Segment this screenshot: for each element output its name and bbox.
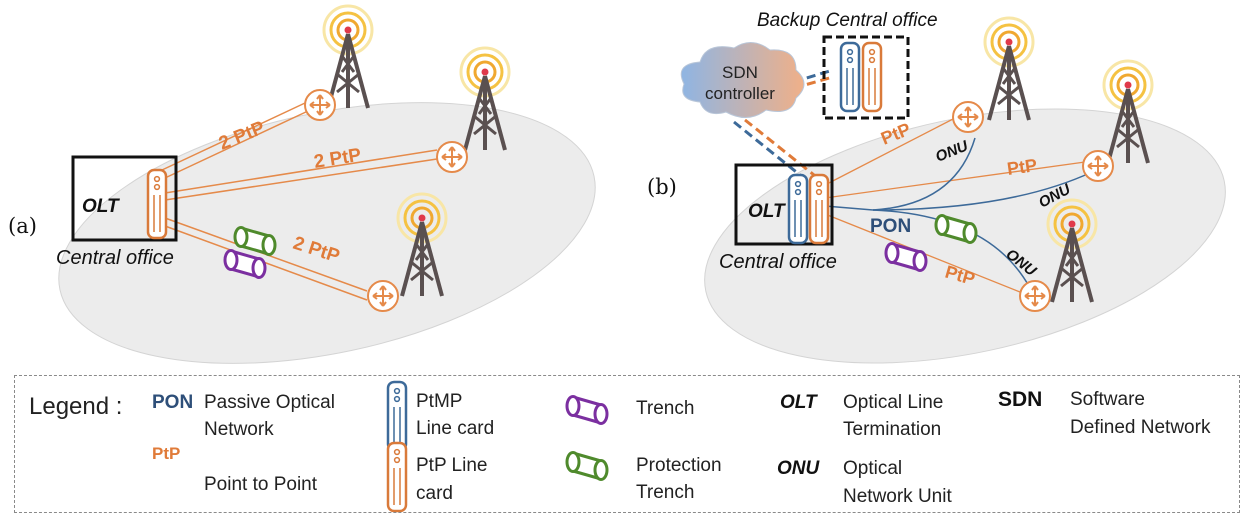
onu-icon	[952, 101, 984, 133]
legend-onu-key: ONU	[777, 458, 820, 479]
central-office-box-b	[734, 163, 834, 246]
legend-sdn-key: SDN	[998, 388, 1043, 411]
legend-sdn-desc-2: Defined Network	[1070, 417, 1211, 438]
legend-sdn-desc-1: Software	[1070, 389, 1145, 410]
sdn-controller-cloud: SDN controller	[680, 42, 805, 118]
ptmp-line-card-icon	[787, 173, 809, 245]
radio-tower-icon	[322, 4, 374, 110]
olt-label-b: OLT	[748, 201, 786, 222]
legend-pon-desc-2: Network	[204, 419, 274, 440]
onu-icon	[367, 280, 399, 312]
radio-tower-icon	[1102, 59, 1154, 165]
ptp-label-b-2: PtP	[1006, 155, 1039, 179]
central-office-box-a	[71, 155, 178, 242]
legend-ptp-key: PtP	[152, 444, 181, 463]
ptp-line-card-icon	[808, 173, 830, 245]
ptp-fibers-a	[161, 102, 438, 301]
legend-ptmp-desc-2: Line card	[416, 418, 495, 439]
onu-icon	[1082, 150, 1114, 182]
pon-label: PON	[870, 216, 911, 237]
legend-ptp-desc: Point to Point	[204, 474, 318, 495]
radio-tower-icon	[459, 46, 511, 152]
onu-icon	[1019, 280, 1051, 312]
backup-office-box	[822, 35, 910, 120]
legend-box	[14, 375, 1240, 513]
legend-trench-desc: Trench	[636, 398, 695, 419]
legend-pon-desc-1: Passive Optical	[204, 392, 335, 413]
central-office-label-b: Central office	[719, 251, 837, 273]
ptmp-line-card-icon	[839, 41, 861, 113]
legend-ptmp-desc-1: PtMP	[416, 391, 463, 412]
sdn-label-2: controller	[705, 84, 775, 103]
panel-b: SDN controller Backup Central office OLT…	[647, 10, 1226, 364]
panel-a-tag: (a)	[8, 214, 37, 238]
legend-title: Legend :	[29, 393, 123, 420]
legend-prot-desc-1: Protection	[636, 455, 722, 476]
legend-olt-desc-1: Optical Line	[843, 392, 944, 413]
onu-icon	[436, 141, 468, 173]
radio-tower-icon	[983, 16, 1035, 122]
legend-prot-desc-2: Trench	[636, 482, 695, 503]
backup-office-label: Backup Central office	[757, 10, 938, 31]
legend-ptp-card-desc-2: card	[416, 483, 453, 504]
central-office-label-a: Central office	[56, 247, 174, 269]
olt-label-a: OLT	[82, 196, 120, 217]
sdn-label-1: SDN	[722, 63, 758, 82]
legend-olt-desc-2: Termination	[843, 419, 942, 440]
legend-pon-key: PON	[152, 392, 194, 413]
panel-b-tag: (b)	[647, 175, 677, 199]
panel-a: OLT Central office (a) 2 PtP 2 PtP 2 PtP	[8, 4, 596, 364]
legend-olt-key: OLT	[780, 392, 817, 413]
legend-onu-desc-2: Network Unit	[843, 486, 952, 507]
legend-onu-desc-1: Optical	[843, 458, 903, 479]
ptp-line-card-icon	[861, 41, 883, 113]
onu-icon	[304, 89, 336, 121]
ptp-line-card-icon	[146, 168, 168, 240]
legend-ptp-card-desc-1: PtP Line	[416, 455, 488, 476]
